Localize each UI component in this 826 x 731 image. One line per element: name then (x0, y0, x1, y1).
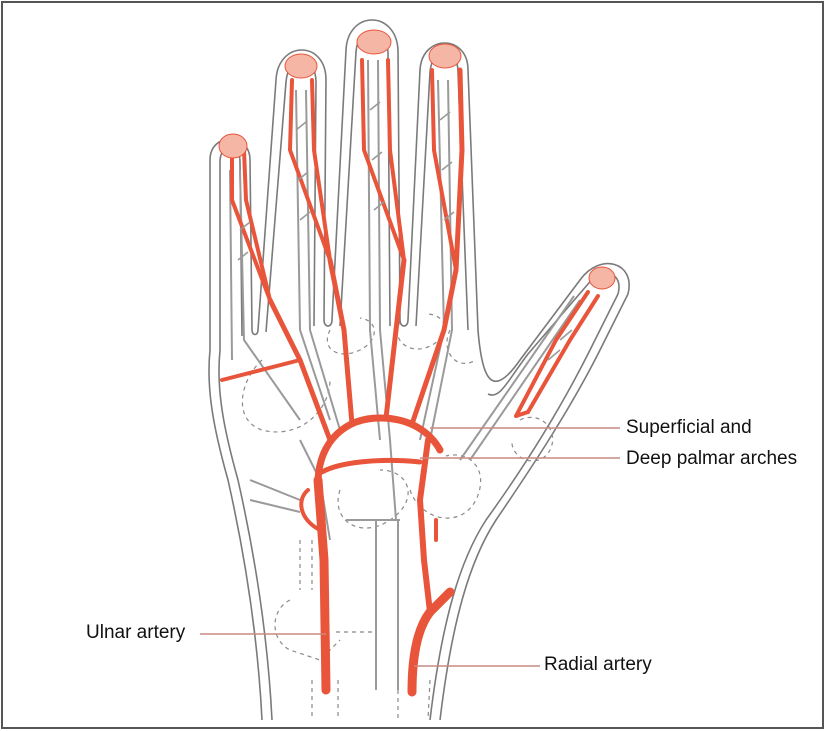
leader-lines (200, 428, 620, 666)
deep-palmar-arch (322, 460, 420, 472)
nerves (230, 60, 580, 690)
arteries (222, 60, 598, 692)
label-deep-palmar-arch: Deep palmar arches (626, 449, 797, 468)
label-ulnar-artery: Ulnar artery (86, 623, 185, 642)
label-superficial-palmar-arch: Superficial and (626, 418, 752, 437)
digital-twigs (238, 102, 572, 360)
ulnar-artery (318, 480, 326, 690)
label-radial-artery: Radial artery (544, 655, 652, 674)
hand-outline (209, 20, 629, 720)
